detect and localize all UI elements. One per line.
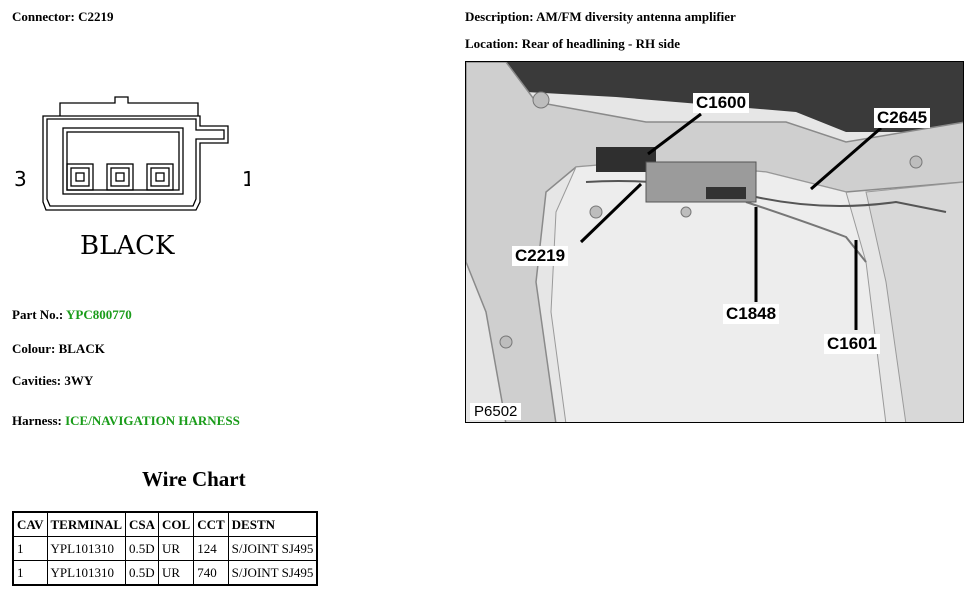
callout-c2219: C2219 — [512, 246, 569, 266]
cell-cct: 740 — [193, 560, 229, 586]
colour-value: BLACK — [58, 341, 105, 356]
cell-terminal: YPL101310 — [46, 536, 127, 561]
callout-c2645: C2645 — [874, 108, 931, 128]
header-cct: CCT — [193, 511, 229, 537]
cell-col: UR — [158, 536, 195, 561]
cavities-label: Cavities: — [12, 373, 62, 388]
location-label: Location: — [465, 36, 519, 51]
cell-terminal: YPL101310 — [46, 560, 127, 586]
description-label: Description: — [465, 9, 534, 24]
cell-csa: 0.5D — [125, 536, 160, 561]
cell-cct: 124 — [193, 536, 229, 561]
table-header-row: CAV TERMINAL CSA COL CCT DESTN — [12, 511, 318, 537]
cell-cav: 1 — [12, 536, 48, 561]
pin-label-left: 3 — [14, 167, 27, 191]
cavities-line: Cavities: 3WY — [12, 373, 93, 389]
cavity-2 — [106, 163, 134, 191]
pin-label-right: 1 — [242, 167, 250, 191]
photo-id: P6502 — [470, 403, 522, 420]
cavities-value: 3WY — [64, 373, 94, 388]
callout-c1848: C1848 — [723, 304, 780, 324]
header-csa: CSA — [125, 511, 160, 537]
wire-chart-table: CAV TERMINAL CSA COL CCT DESTN 1 YPL1013… — [12, 511, 319, 586]
callout-c1601: C1601 — [824, 334, 881, 354]
header-terminal: TERMINAL — [46, 511, 127, 537]
cell-destn: S/JOINT SJ495 — [227, 536, 318, 561]
connector-value: C2219 — [78, 9, 114, 24]
description-line: Description: AM/FM diversity antenna amp… — [465, 9, 736, 25]
location-value: Rear of headlining - RH side — [521, 36, 681, 51]
part-no-label: Part No.: — [12, 307, 64, 322]
cell-destn: S/JOINT SJ495 — [227, 560, 318, 586]
part-no-value[interactable]: YPC800770 — [66, 307, 132, 322]
header-cav: CAV — [12, 511, 48, 537]
connector-diagram: 3 1 BLACK — [14, 96, 250, 261]
cell-cav: 1 — [12, 560, 48, 586]
header-col: COL — [158, 511, 195, 537]
wire-chart-title: Wire Chart — [142, 467, 246, 491]
table-row: 1 YPL101310 0.5D UR 124 S/JOINT SJ495 — [12, 536, 318, 561]
table-row: 1 YPL101310 0.5D UR 740 S/JOINT SJ495 — [12, 560, 318, 586]
diagram-color-label: BLACK — [80, 231, 175, 261]
description-value: AM/FM diversity antenna amplifier — [536, 9, 736, 24]
part-no-line: Part No.: YPC800770 — [12, 307, 132, 323]
cavity-1 — [146, 163, 174, 191]
cell-col: UR — [158, 560, 195, 586]
cell-csa: 0.5D — [125, 560, 160, 586]
connector-line: Connector: C2219 — [12, 9, 113, 25]
location-illustration — [466, 62, 963, 422]
colour-label: Colour: — [12, 341, 56, 356]
location-photo: C1600 C2645 C2219 C1848 C1601 P6502 — [465, 61, 964, 423]
colour-line: Colour: BLACK — [12, 341, 105, 357]
location-line: Location: Rear of headlining - RH side — [465, 36, 680, 52]
cavity-3 — [66, 163, 94, 191]
harness-value[interactable]: ICE/NAVIGATION HARNESS — [65, 413, 240, 428]
harness-label: Harness: — [12, 413, 62, 428]
harness-line: Harness: ICE/NAVIGATION HARNESS — [12, 413, 240, 429]
connector-label: Connector: — [12, 9, 75, 24]
header-destn: DESTN — [227, 511, 318, 537]
callout-c1600: C1600 — [693, 93, 750, 113]
